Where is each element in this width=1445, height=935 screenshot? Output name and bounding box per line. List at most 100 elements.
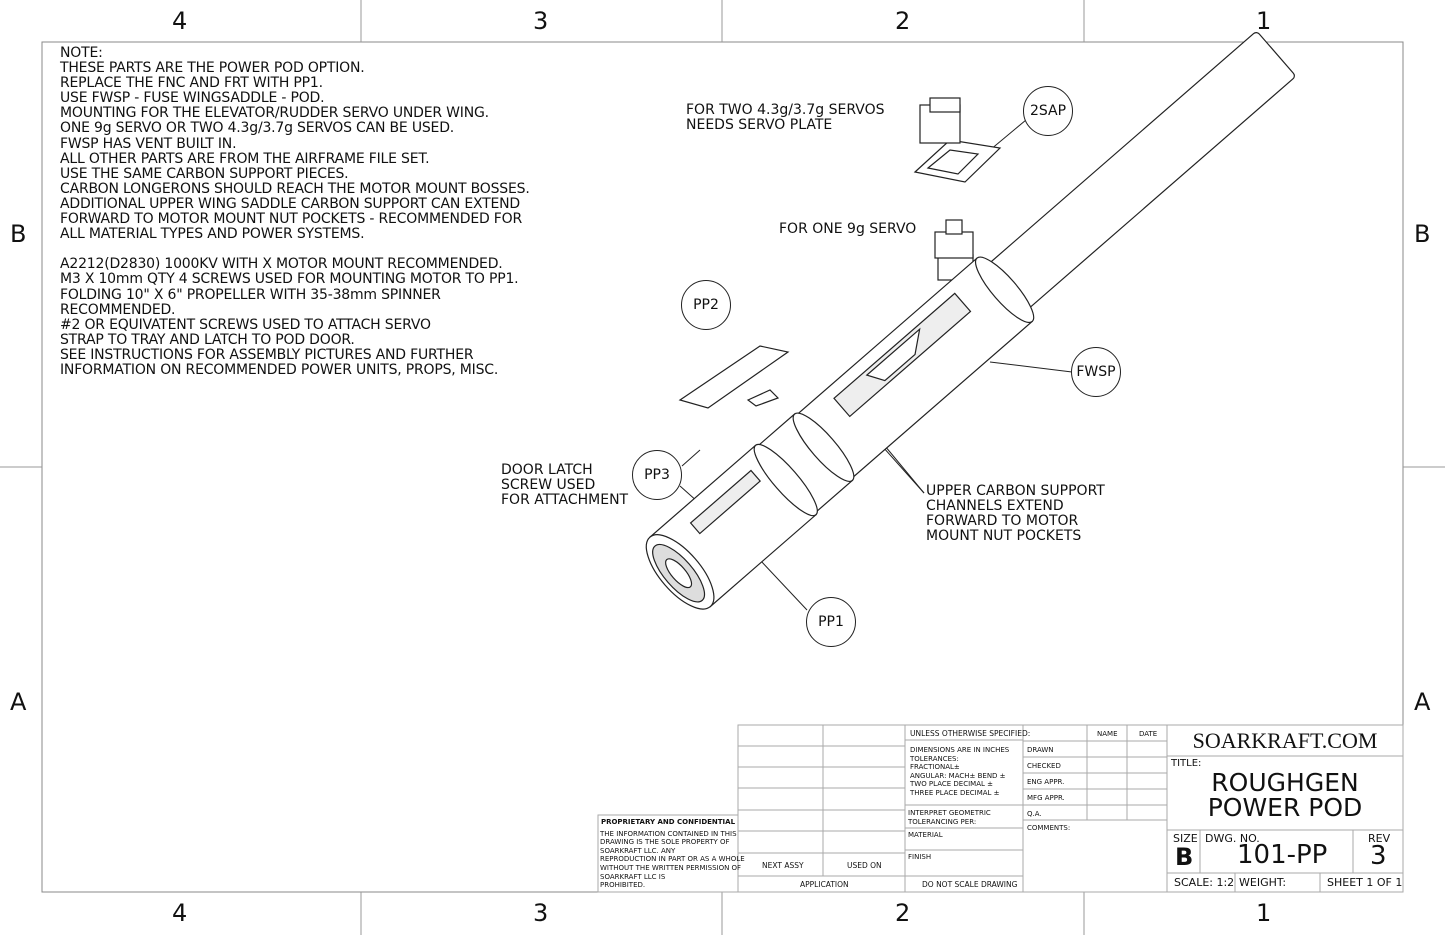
drawing-notes: NOTE: THESE PARTS ARE THE POWER POD OPTI… <box>60 45 530 378</box>
interpret-label: INTERPRET GEOMETRIC TOLERANCING PER: <box>908 809 991 826</box>
zone-row-b-left: B <box>10 220 27 248</box>
application-label: APPLICATION <box>800 880 849 889</box>
note-line: MOUNTING FOR THE ELEVATOR/RUDDER SERVO U… <box>60 105 489 122</box>
tolerance-line: TOLERANCES: <box>910 754 959 763</box>
note-line: ALL MATERIAL TYPES AND POWER SYSTEMS. <box>60 226 365 243</box>
callout-carbon-support: UPPER CARBON SUPPORT CHANNELS EXTEND FOR… <box>926 484 1105 544</box>
drawing-title: ROUGHGEN POWER POD <box>1167 770 1403 820</box>
size-value: B <box>1175 843 1194 871</box>
role-eng-appr: ENG APPR. <box>1027 778 1065 786</box>
size-label: SIZE <box>1173 832 1198 845</box>
zone-col-2-bottom: 2 <box>895 899 911 927</box>
used-on-label: USED ON <box>847 861 882 870</box>
zone-col-2-top: 2 <box>895 7 911 35</box>
title-block-grid <box>597 724 1404 893</box>
note-line: USE FWSP - FUSE WINGSADDLE - POD. <box>60 90 325 107</box>
zone-col-3-top: 3 <box>533 7 549 35</box>
note-line: CARBON LONGERONS SHOULD REACH THE MOTOR … <box>60 180 530 197</box>
proprietary-line: SOARKRAFT LLC. ANY <box>600 846 676 855</box>
zone-col-1-top: 1 <box>1256 7 1272 35</box>
note-line <box>60 242 530 257</box>
note-line: FORWARD TO MOTOR MOUNT NUT POCKETS - REC… <box>60 211 523 228</box>
proprietary-line: PROHIBITED. <box>600 881 646 890</box>
weight-label: WEIGHT: <box>1239 876 1287 889</box>
balloon-fwsp: FWSP <box>1071 347 1121 397</box>
callout-line: SCREW USED <box>501 477 596 493</box>
note-line: #2 OR EQUIVATENT SCREWS USED TO ATTACH S… <box>60 316 431 333</box>
pod-door-drawing <box>678 345 790 409</box>
callout-line: NEEDS SERVO PLATE <box>686 117 833 133</box>
title-label: TITLE: <box>1171 758 1202 769</box>
comments-label: COMMENTS: <box>1027 824 1071 832</box>
note-line: ALL OTHER PARTS ARE FROM THE AIRFRAME FI… <box>60 150 430 167</box>
callout-line: FOR ATTACHMENT <box>501 492 629 508</box>
zone-col-4-top: 4 <box>172 7 188 35</box>
dwg-no-label: DWG. NO. <box>1205 832 1260 845</box>
callout-line: MOUNT NUT POCKETS <box>926 528 1082 544</box>
zone-col-3-bottom: 3 <box>533 899 549 927</box>
note-line: ADDITIONAL UPPER WING SADDLE CARBON SUPP… <box>60 195 520 212</box>
note-line: NOTE: <box>60 45 103 61</box>
tolerance-line: THREE PLACE DECIMAL ± <box>910 788 1000 797</box>
title-line: ROUGHGEN <box>1211 768 1359 797</box>
note-line: INFORMATION ON RECOMMENDED POWER UNITS, … <box>60 361 499 378</box>
callout-two-servos: FOR TWO 4.3g/3.7g SERVOS NEEDS SERVO PLA… <box>686 103 885 133</box>
zone-row-a-left: A <box>10 688 27 716</box>
proprietary-line: SOARKRAFT LLC IS <box>600 872 666 881</box>
note-line: SEE INSTRUCTIONS FOR ASSEMBLY PICTURES A… <box>60 346 474 363</box>
role-qa: Q.A. <box>1027 810 1042 818</box>
callout-line: FORWARD TO MOTOR <box>926 513 1079 529</box>
role-mfg-appr: MFG APPR. <box>1027 794 1065 802</box>
finish-label: FINISH <box>908 853 932 861</box>
note-line: ONE 9g SERVO OR TWO 4.3g/3.7g SERVOS CAN… <box>60 120 455 137</box>
date-header: DATE <box>1139 730 1158 738</box>
balloon-2sap: 2SAP <box>1023 86 1073 136</box>
note-line: A2212(D2830) 1000KV WITH X MOTOR MOUNT R… <box>60 256 503 273</box>
balloon-pp1: PP1 <box>806 597 856 647</box>
tolerance-line: FRACTIONAL± <box>910 763 960 772</box>
proprietary-line: REPRODUCTION IN PART OR AS A WHOLE <box>600 855 745 864</box>
balloon-pp3: PP3 <box>632 450 682 500</box>
callout-one-servo: FOR ONE 9g SERVO <box>779 221 917 237</box>
title-line: POWER POD <box>1207 793 1363 822</box>
note-line: USE THE SAME CARBON SUPPORT PIECES. <box>60 165 349 182</box>
balloon-pp2: PP2 <box>681 280 731 330</box>
name-header: NAME <box>1097 730 1118 738</box>
zone-col-4-bottom: 4 <box>172 899 188 927</box>
tolerances-block: DIMENSIONS ARE IN INCHES TOLERANCES: FRA… <box>910 746 1009 798</box>
role-checked: CHECKED <box>1027 762 1061 770</box>
proprietary-line: DRAWING IS THE SOLE PROPERTY OF <box>600 838 730 847</box>
power-pod-drawing <box>645 31 1295 610</box>
zone-col-1-bottom: 1 <box>1256 899 1272 927</box>
note-line: FOLDING 10" X 6" PROPELLER WITH 35-38mm … <box>60 286 441 303</box>
sheet-label: SHEET 1 OF 1 <box>1327 876 1403 889</box>
note-line: RECOMMENDED. <box>60 301 176 318</box>
interpret-line: TOLERANCING PER: <box>908 817 977 826</box>
callout-line: CHANNELS EXTEND <box>926 498 1064 514</box>
callout-door-latch: DOOR LATCH SCREW USED FOR ATTACHMENT <box>501 463 628 508</box>
interpret-line: INTERPRET GEOMETRIC <box>908 809 991 817</box>
tolerance-line: ANGULAR: MACH± BEND ± <box>910 771 1006 780</box>
proprietary-title: PROPRIETARY AND CONFIDENTIAL <box>600 818 736 826</box>
role-drawn: DRAWN <box>1027 746 1054 754</box>
note-line: M3 X 10mm QTY 4 SCREWS USED FOR MOUNTING… <box>60 271 519 288</box>
rev-value: 3 <box>1370 841 1387 871</box>
callout-line: DOOR LATCH <box>501 462 593 478</box>
proprietary-notice: PROPRIETARY AND CONFIDENTIAL THE INFORMA… <box>600 818 745 890</box>
tolerance-line: DIMENSIONS ARE IN INCHES <box>910 746 1010 754</box>
note-line: FWSP HAS VENT BUILT IN. <box>60 135 237 152</box>
tolerance-line: TWO PLACE DECIMAL ± <box>910 780 993 789</box>
callout-line: UPPER CARBON SUPPORT <box>926 483 1105 499</box>
proprietary-line: WITHOUT THE WRITTEN PERMISSION OF <box>600 863 742 872</box>
unless-specified-label: UNLESS OTHERWISE SPECIFIED: <box>910 729 1031 738</box>
note-line: STRAP TO TRAY AND LATCH TO POD DOOR. <box>60 331 355 348</box>
next-assy-label: NEXT ASSY <box>762 861 804 870</box>
company-name: SOARKRAFT.COM <box>1192 728 1378 753</box>
scale-label: SCALE: 1:2 <box>1174 876 1235 889</box>
do-not-scale-label: DO NOT SCALE DRAWING <box>922 880 1018 889</box>
dwg-no-value: 101-PP <box>1237 840 1328 870</box>
zone-row-b-right: B <box>1414 220 1431 248</box>
note-line: REPLACE THE FNC AND FRT WITH PP1. <box>60 75 323 92</box>
note-line: THESE PARTS ARE THE POWER POD OPTION. <box>60 60 365 77</box>
